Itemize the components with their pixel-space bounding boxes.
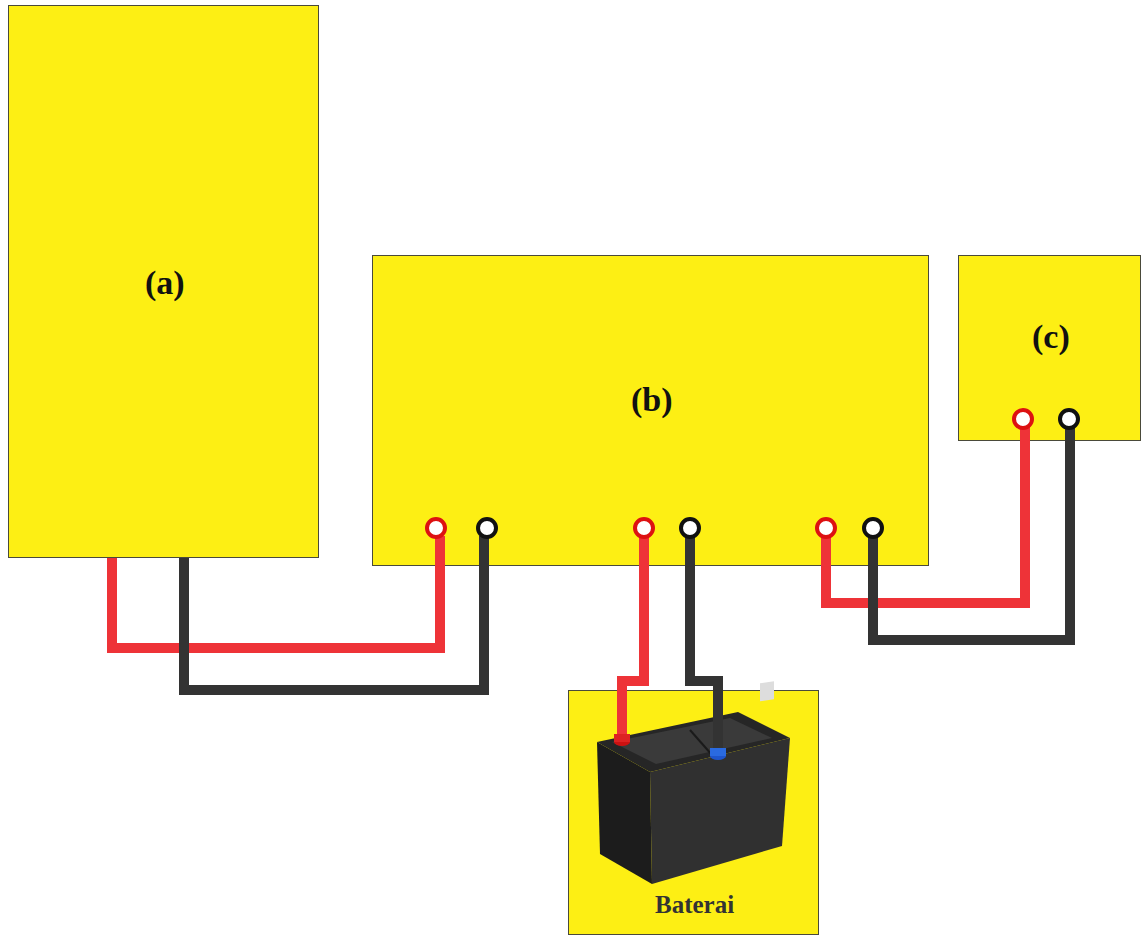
device-box: (a) [8,5,319,558]
wire [622,566,644,690]
battery-illustration [597,681,790,884]
red-terminal [427,519,445,537]
wire-stub [435,536,445,566]
wire-stub [479,536,489,566]
device-box: (b) [372,255,929,566]
black-terminal [1060,410,1078,428]
negative-post [710,748,726,756]
red-terminal [817,519,835,537]
red-terminal [635,519,653,537]
node-label: (a) [145,264,185,302]
terminals [427,410,1078,537]
wire [690,566,718,690]
black-terminal [864,519,882,537]
black-terminal [681,519,699,537]
wire-stub [868,536,878,566]
battery-top [597,712,790,772]
wire-stub [821,536,831,566]
node-label: Baterai [655,891,734,919]
wire [112,558,440,648]
battery-sticker [760,681,774,701]
battery-front [650,738,790,884]
wire-stub [1020,427,1030,441]
black-terminal [478,519,496,537]
wire-stubs [440,427,1070,566]
battery-lid-line [690,730,712,755]
negative-post [710,752,726,760]
wire-stub [713,690,723,748]
node-label: (c) [1032,318,1070,356]
battery-box: Baterai [568,690,819,935]
device-box: (c) [958,255,1141,441]
battery-side [597,742,652,884]
wire-stub [1065,427,1075,441]
node-label: (b) [631,381,673,419]
battery-lid [612,718,772,764]
wire-stub [639,536,649,566]
red-terminal [1014,410,1032,428]
wire-stub [617,690,627,736]
positive-post [614,738,630,746]
wire-stub [685,536,695,566]
wire [184,558,484,690]
positive-post [614,734,630,742]
